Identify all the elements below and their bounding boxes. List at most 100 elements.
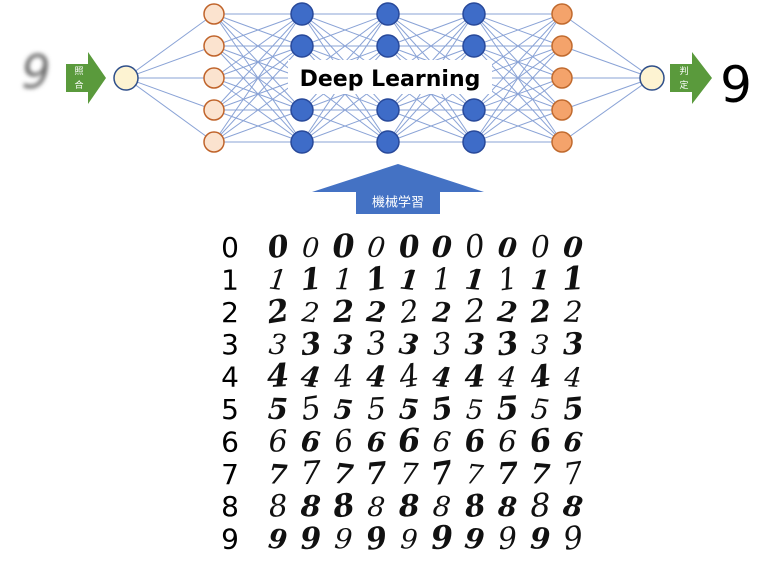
network-edge — [125, 13, 215, 79]
handwritten-digit-sample-image: 7 — [332, 457, 356, 492]
handwritten-digit-sample-image: 7 — [399, 456, 419, 491]
hidden-layer-5-node — [551, 67, 573, 89]
network-edge — [213, 13, 303, 47]
network-edge — [473, 77, 563, 143]
handwritten-digit-sample-image: 7 — [529, 457, 552, 492]
handwritten-digit-sample-image: 9 — [364, 520, 390, 558]
handwritten-digit-sample-image: 9 — [463, 522, 486, 557]
handwritten-digit-sample-image: 7 — [365, 456, 389, 493]
machine-learning-label: 機械学習 — [372, 195, 424, 211]
handwritten-digit-sample-image: 6 — [562, 426, 584, 459]
handwritten-digit-sample-image: 1 — [561, 259, 585, 298]
deep-learning-title: Deep Learning — [300, 67, 481, 92]
handwritten-digit-sample-image: 6 — [332, 423, 356, 460]
handwritten-digit-sample-image: 4 — [496, 360, 518, 395]
handwritten-digit-sample-image: 0 — [530, 230, 550, 266]
handwritten-digit-sample-image: 8 — [529, 486, 551, 525]
handwritten-digit-sample-image: 3 — [562, 327, 584, 363]
handwritten-digit-sample-image: 6 — [498, 424, 518, 459]
hidden-layer-3-node — [376, 98, 400, 122]
handwritten-digit-sample-image: 7 — [267, 459, 288, 491]
handwritten-digit-sample-image: 2 — [495, 295, 519, 330]
handwritten-digit-sample-image: 2 — [332, 294, 355, 330]
network-edge — [301, 13, 389, 47]
handwritten-digit-sample-image: 6 — [527, 422, 554, 461]
network-edge — [213, 77, 303, 143]
network-edge — [473, 13, 563, 143]
handwritten-digit-sample-image: 9 — [399, 524, 418, 556]
handwritten-digit-sample-image: 6 — [268, 424, 288, 460]
handwritten-digit-sample-image: 3 — [397, 327, 420, 362]
handwritten-digit-sample-image: 6 — [431, 424, 453, 459]
hidden-layer-4-node — [462, 130, 486, 154]
machine-learning-arrow: 機械学習 — [312, 164, 484, 214]
handwritten-digit-sample-image: 5 — [529, 392, 551, 427]
handwritten-digit-sample-image: 0 — [462, 228, 487, 267]
output-arrow-label-char-1: 判 — [679, 65, 688, 77]
hidden-layer-4-node — [462, 2, 486, 26]
handwritten-digit-sample-image: 0 — [431, 230, 452, 265]
digit-row-label: 7 — [221, 458, 239, 491]
hidden-layer-1-node — [203, 99, 225, 121]
handwritten-digit-sample-image: 7 — [562, 456, 587, 493]
handwritten-digit-sample-image: 8 — [560, 489, 584, 524]
handwritten-digit-sample-image: 1 — [496, 261, 520, 298]
hidden-layer-5-node — [551, 3, 573, 25]
input-arrow-label-char-1: 照 — [74, 66, 83, 77]
hidden-layer-1-node — [203, 131, 225, 153]
handwritten-digit-sample-image: 2 — [299, 297, 320, 330]
handwritten-digit-sample-image: 2 — [562, 294, 583, 329]
handwritten-digit-sample-image: 3 — [530, 329, 550, 362]
handwritten-digit-sample-image: 0 — [301, 232, 320, 264]
handwritten-digit-sample-image: 5 — [398, 392, 420, 427]
network-edge — [387, 109, 475, 143]
handwritten-digit-sample-image: 8 — [397, 489, 420, 525]
handwritten-digit-sample-image: 3 — [268, 327, 289, 361]
hidden-layer-4-node — [462, 98, 486, 122]
digit-row-label: 6 — [221, 425, 239, 458]
output-node — [639, 65, 665, 91]
network-edge — [125, 45, 215, 79]
digit-row-label: 0 — [221, 231, 239, 264]
network-nodes — [113, 2, 665, 154]
network-edge — [213, 13, 303, 111]
blurred-input-digit-image: 9 — [21, 45, 50, 99]
digit-row-label: 9 — [221, 523, 239, 556]
handwritten-digit-sample-image: 0 — [265, 229, 291, 267]
handwritten-digit-sample-image: 8 — [496, 492, 518, 524]
digit-row-label: 5 — [221, 393, 239, 426]
handwritten-digit-sample-image: 6 — [463, 424, 487, 461]
handwritten-digit-sample-image: 0 — [562, 230, 585, 265]
handwritten-digit-sample-image: 3 — [464, 327, 485, 362]
handwritten-digit-sample-image: 1 — [530, 265, 551, 297]
handwritten-digit-sample-image: 9 — [267, 524, 289, 557]
handwritten-digit-sample-image: 5 — [561, 391, 585, 428]
handwritten-digit-sample-image: 0 — [397, 229, 421, 266]
digit-row-label: 8 — [221, 490, 239, 523]
handwritten-digit-sample-image: 8 — [299, 489, 321, 524]
handwritten-digit-sample-image: 4 — [332, 359, 355, 396]
handwritten-digit-sample-image: 9 — [497, 521, 519, 558]
handwritten-digit-sample-image: 1 — [299, 262, 323, 299]
handwritten-digit-sample-image: 4 — [562, 362, 582, 394]
network-edge — [473, 13, 563, 47]
handwritten-digit-sample-image: 4 — [366, 359, 387, 394]
handwritten-digit-sample-image: 7 — [497, 456, 519, 492]
hidden-layer-1-node — [203, 67, 225, 89]
hidden-layer-5-node — [551, 99, 573, 121]
network-edge — [213, 109, 303, 143]
handwritten-digit-sample-image: 1 — [464, 263, 486, 298]
handwritten-digit-sample-image: 7 — [300, 453, 323, 492]
output-arrow-label-char-2: 定 — [679, 79, 688, 91]
handwritten-digit-sample-image: 4 — [266, 356, 290, 395]
handwritten-digit-sample-image: 4 — [528, 358, 554, 396]
handwritten-digit-sample-image: 8 — [461, 488, 488, 526]
handwritten-digit-sample-image: 5 — [429, 391, 455, 429]
hidden-layer-5-node — [551, 131, 573, 153]
handwritten-digit-sample-image: 9 — [300, 521, 322, 557]
handwritten-digit-sample-image: 2 — [528, 294, 553, 331]
output-arrow: 判 定 判定 — [670, 52, 712, 104]
